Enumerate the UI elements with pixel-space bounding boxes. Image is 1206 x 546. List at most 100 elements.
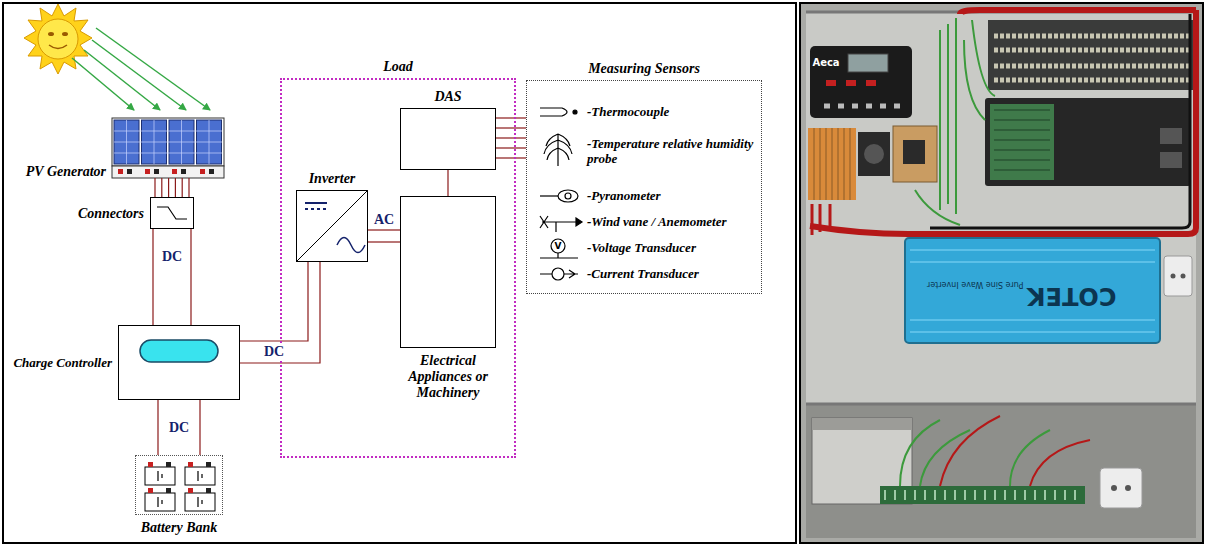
wire-line [368,241,400,242]
lower-terminal-strip [880,486,1085,504]
current-type-label: DC [262,344,286,359]
relay-socket-hole [864,144,884,164]
dc-symbol-bar [305,202,327,204]
battery-plates [158,471,202,507]
node-label: Connectors [78,206,144,222]
logger-port [1160,128,1182,144]
terminal-negative [127,169,132,174]
inverter-diagonal [296,190,368,262]
battery-drawing [145,462,215,511]
current-type-label: DC [160,249,184,264]
battery-terminal [166,488,171,493]
humidity-probe-symbol [544,134,572,166]
back-plate [806,12,1196,404]
sensor-item: -Wind vane / Anemometer [587,215,727,230]
terminal-positive [200,169,205,174]
wind-vane-symbol [540,216,576,232]
light-ray [96,28,210,110]
controller-lcd [848,54,888,72]
brand-text: Aeca [812,58,839,68]
dc-symbol-dots [305,208,326,210]
lower-terminal-lines [885,490,1075,500]
thermocouple-tip [573,110,577,114]
sensor-item: -Thermocouple [587,105,669,120]
wire-line [199,400,200,455]
inverter-ribs [910,250,1155,332]
pv-panel-drawing [112,118,224,178]
battery-cell [145,467,175,485]
wire-line [157,400,158,455]
lower-wires [900,420,1050,486]
battery-cell [185,467,215,485]
terminal-negative [154,169,159,174]
wire-connector [448,170,449,196]
sun-rays [24,4,92,74]
wire-line [168,178,169,197]
wire-line [496,137,526,138]
battery-terminal [188,462,193,467]
current-type-label: DC [167,420,191,435]
sensor-panel: Measuring Sensors-Thermocouple-Temperatu… [526,80,762,294]
wire-line [175,178,176,197]
node-label: DAS [434,89,461,105]
relay-socket-photo [858,132,890,176]
pv-generator: PV Generator [112,118,224,178]
red-cable-bundle [810,10,1196,234]
node-label: Inverter [309,171,356,187]
wire-connector [368,230,400,242]
pyranometer-symbol [540,195,558,196]
wind-vane-head [576,218,582,226]
wire-connector [153,229,191,325]
logger-terminals [990,104,1054,180]
plate-rail [806,12,1196,404]
terminal-block-photo [808,128,856,200]
terminal-block-lines [814,128,850,200]
sensor-item: -Pyranometer [587,189,661,204]
node-label: Load [383,59,413,75]
battery-photo-lid [812,418,912,430]
terminal-negative [181,169,186,174]
lower-red-wires [940,416,1090,486]
light-ray [92,40,186,110]
sun-mouth [49,45,67,49]
voltage-symbol [540,253,578,258]
data-logger-photo [985,98,1191,186]
battery-cell [145,493,175,511]
inverter-box: Inverter [296,190,368,262]
terminal-negative [209,169,214,174]
battery-terminal [188,488,193,493]
product-text: Pure Sine Wave Inverter [927,280,1023,288]
current-symbol-circle [552,268,564,280]
terminal-positive [172,169,177,174]
socket-hole [1111,485,1117,491]
socket-hole [1171,274,1176,279]
wire-line [496,147,526,148]
battery-bank-box: Battery Bank [135,455,223,515]
node-label: Measuring Sensors [588,61,700,77]
wall-socket-photo [1164,256,1192,296]
battery-terminal [206,488,211,493]
battery-terminal [148,488,153,493]
das-box: DAS [400,108,496,170]
pv-cell-grid [114,120,222,164]
pv-frame [112,118,224,166]
terminal-positive [145,169,150,174]
current-symbol [540,270,578,278]
node-label: Electrical Appliances or Machinery [401,353,495,401]
lower-compartment [806,404,1196,538]
charge-controller-box: Charge Controller [118,325,240,400]
inverter-photo [905,238,1160,343]
light-ray [84,50,160,110]
logger-terminal-lines [994,110,1050,170]
sensor-symbols [540,108,582,280]
battery-cell [185,493,215,511]
panel-frame [3,3,796,543]
black-cable-bundle [930,14,1190,228]
photo-frame [800,3,1203,543]
sensor-item: -Current Transducer [587,267,699,282]
wire-line [240,262,308,341]
controller-button [846,80,856,86]
battery-terminal [148,462,153,467]
socket-hole [1181,274,1186,279]
